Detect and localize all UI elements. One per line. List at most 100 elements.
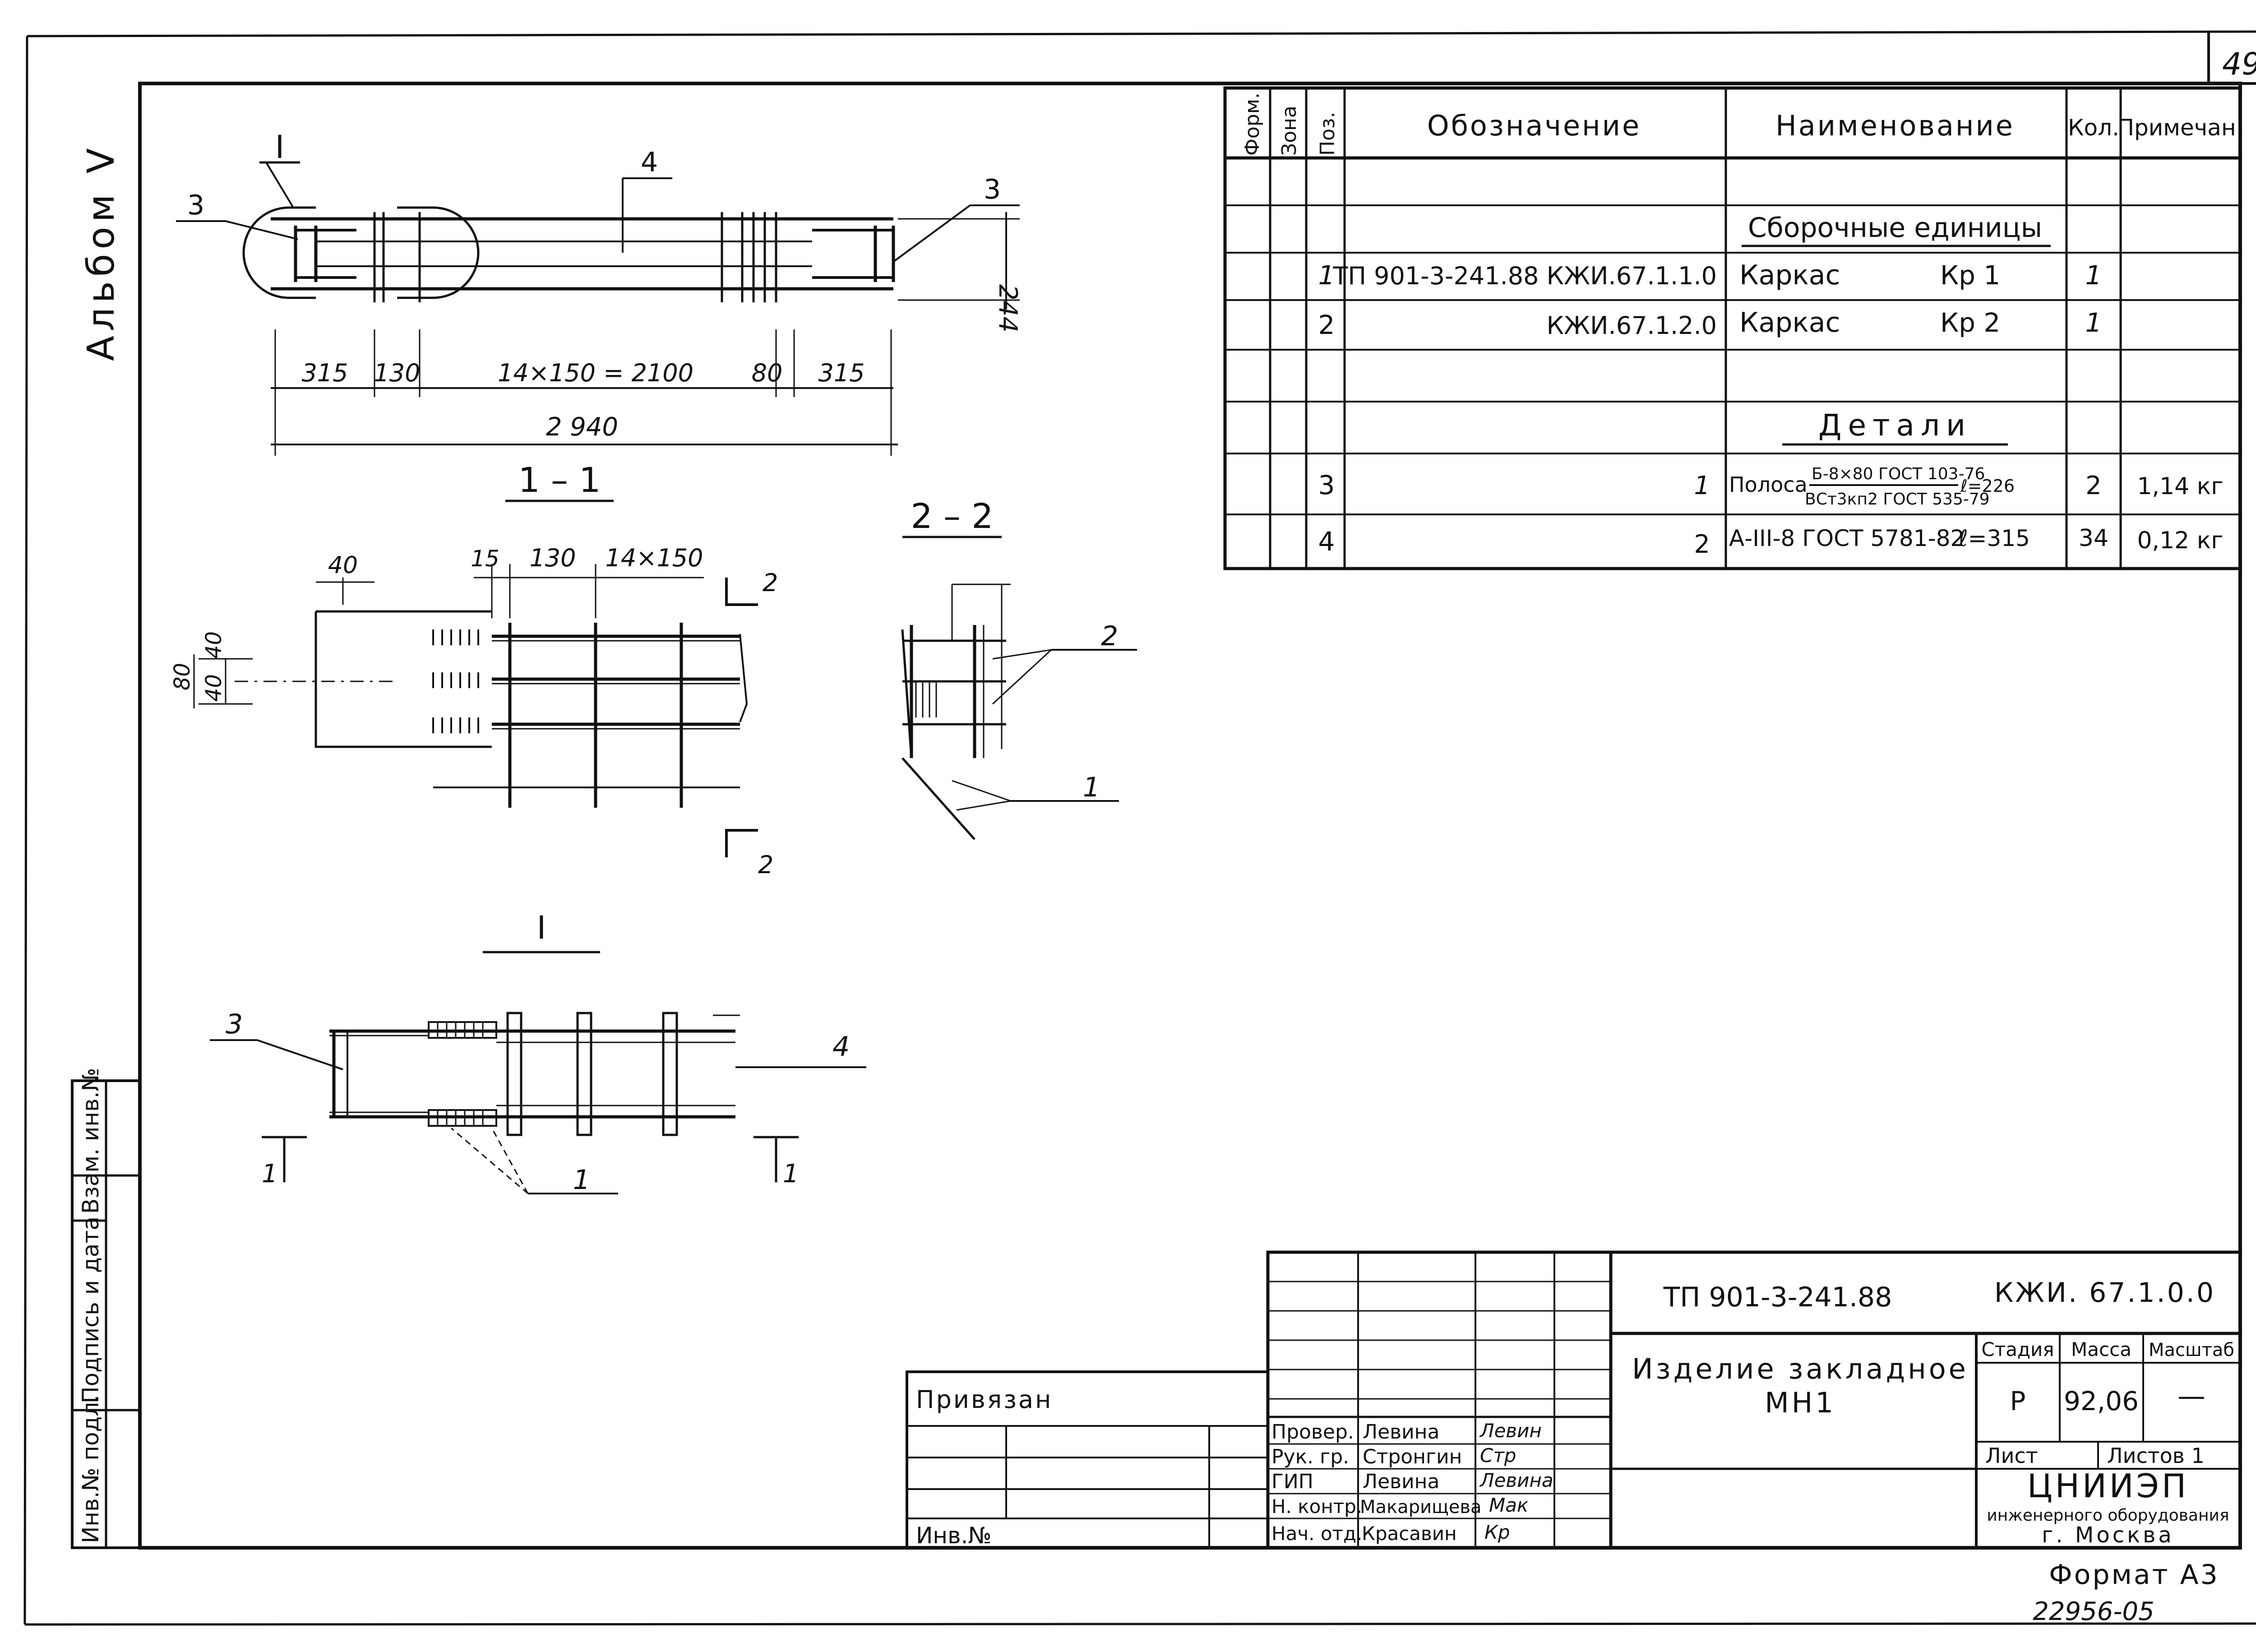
left-strip-inv-original: Инв.№ подл.	[78, 1395, 104, 1543]
node-detail-title: I	[537, 909, 546, 946]
section-1-1: 1 – 1 40 15 130 14×150 40	[170, 460, 778, 879]
binding-block: Привязан Инв.№	[906, 1370, 1269, 1549]
header-zone: Зона	[1278, 106, 1301, 156]
row-1-name: Каркас	[1739, 259, 1840, 291]
row-4-name: А-III-8 ГОСТ 5781-82	[1729, 525, 1965, 551]
album-label: Альбом V	[80, 143, 123, 361]
section-1-1-dim-40-b: 40	[201, 674, 227, 702]
section-1-1-dim-40-a: 40	[201, 631, 227, 659]
section-1-1-cut-2-bottom: 2	[758, 851, 773, 879]
format-label: Формат А3	[2049, 1559, 2219, 1591]
tb-mass-value: 92,06	[2064, 1386, 2139, 1416]
row-2-designation: КЖИ.67.1.2.0	[1547, 311, 1717, 340]
header-pos: Поз.	[1316, 112, 1339, 156]
tb-sign-1: Левин	[1479, 1420, 1542, 1442]
tb-role-3: ГИП	[1271, 1470, 1313, 1493]
plan-pos-3-right: 3	[984, 174, 1001, 205]
row-2-pos: 2	[1318, 310, 1335, 340]
header-note: Примечан.	[2117, 115, 2243, 141]
section-1-1-dim-40-top: 40	[328, 552, 358, 579]
tb-scale-label: Масштаб	[2149, 1340, 2234, 1360]
left-strip-replacement-inv: Взам. инв.№	[78, 1068, 104, 1214]
tb-mass-label: Масса	[2071, 1338, 2131, 1360]
node-label-1: 1	[573, 1164, 590, 1196]
section-1-1-dim-130: 130	[529, 544, 576, 572]
plan-callout-node: I	[275, 129, 285, 166]
page-number-box: 49	[2207, 32, 2256, 85]
section-2-2-label-1: 1	[1083, 772, 1100, 803]
row-2-qty: 1	[2085, 307, 2102, 338]
row-1-qty: 1	[2085, 260, 2102, 291]
header-qty: Кол.	[2068, 115, 2119, 141]
plan-dim-total: 2 940	[546, 412, 618, 442]
row-4-length: ℓ=315	[1958, 525, 2030, 551]
tb-stage-label: Стадия	[1981, 1338, 2054, 1360]
tb-name-2: Стронгин	[1363, 1445, 1462, 1468]
tb-role-1: Провер.	[1271, 1421, 1354, 1444]
tb-title-line1: Изделие закладное	[1632, 1352, 1969, 1385]
row-3-name-top: Б-8×80 ГОСТ 103-76	[1812, 465, 1985, 483]
tb-title-line2: МН1	[1765, 1386, 1836, 1419]
row-4-pos: 4	[1318, 526, 1335, 557]
tb-sign-5: Кр	[1484, 1521, 1510, 1543]
row-1-mark: Кр 1	[1940, 260, 2000, 291]
node-cut-1-left: 1	[262, 1159, 278, 1189]
tb-sheet-label: Лист	[1985, 1444, 2038, 1468]
row-3-designation: 1	[1694, 471, 1710, 500]
left-strip: Инв.№ подл. Подпись и дата Взам. инв.№	[71, 1068, 141, 1549]
title-block: ТП 901-3-241.88 КЖИ. 67.1.0.0 Изделие за…	[1266, 1250, 2242, 1550]
plan-dim-2: 130	[374, 359, 420, 387]
node-cut-1-right: 1	[783, 1159, 799, 1189]
node-label-3: 3	[226, 1009, 243, 1040]
section-1-1-dim-15: 15	[471, 546, 499, 572]
tb-role-5: Нач. отд.	[1271, 1522, 1362, 1545]
tb-role-4: Н. контр.	[1271, 1495, 1362, 1518]
section-1-1-dim-spacing: 14×150	[605, 544, 703, 572]
row-1-pos: 1	[1318, 260, 1335, 291]
tb-drawing-code: КЖИ. 67.1.0.0	[1994, 1277, 2215, 1309]
section-1-1-title: 1 – 1	[518, 460, 601, 500]
plan-pos-4: 4	[641, 147, 658, 178]
tb-sign-3: Левина	[1479, 1469, 1553, 1491]
header-format: Форм.	[1241, 93, 1264, 156]
plan-view: I 3 4 3	[176, 129, 1022, 456]
row-3-pos: 3	[1318, 470, 1335, 500]
tb-project-code: ТП 901-3-241.88	[1663, 1282, 1892, 1313]
row-1-designation: ТП 901-3-241.88 КЖИ.67.1.1.0	[1332, 262, 1717, 290]
row-3-name-bottom: ВСт3кп2 ГОСТ 535-79	[1805, 490, 1990, 509]
row-2-mark: Кр 2	[1940, 307, 2000, 338]
row-3-length: ℓ=226	[1960, 476, 2015, 496]
section-2-2: 2 – 2 2 1	[901, 496, 1137, 840]
header-name: Наименование	[1775, 109, 2015, 142]
row-3-qty: 2	[2085, 471, 2102, 500]
section-1-1-dim-80: 80	[170, 663, 195, 690]
section-details: Детали	[1818, 408, 1972, 443]
binding-inv-label: Инв.№	[916, 1522, 991, 1549]
plan-pos-3-left: 3	[187, 190, 204, 221]
section-2-2-title: 2 – 2	[911, 496, 993, 536]
section-1-1-cut-2-top: 2	[763, 569, 778, 597]
tb-name-4: Макарищева	[1360, 1497, 1481, 1518]
row-4-qty: 34	[2079, 525, 2108, 552]
tb-name-3: Левина	[1363, 1470, 1439, 1493]
tb-stage-value: Р	[2010, 1386, 2026, 1416]
section-2-2-label-2: 2	[1101, 620, 1118, 652]
tb-role-2: Рук. гр.	[1271, 1445, 1349, 1468]
tb-org-line2: инженерного оборудования	[1987, 1506, 2229, 1525]
tb-sign-4: Мак	[1489, 1494, 1529, 1516]
node-label-4: 4	[832, 1031, 850, 1063]
spec-table: Форм. Зона Поз. Обозначение Наименование…	[1223, 86, 2243, 570]
plan-dim-1: 315	[301, 359, 348, 387]
page-number: 49	[2222, 46, 2256, 82]
left-strip-signature-date: Подпись и дата	[78, 1217, 104, 1403]
archive-number: 22956-05	[2033, 1597, 2154, 1626]
tb-name-1: Левина	[1363, 1421, 1439, 1444]
section-assembly-units: Сборочные единицы	[1748, 212, 2042, 244]
plan-dim-height: 244	[993, 284, 1022, 333]
header-designation: Обозначение	[1427, 109, 1641, 142]
tb-org-city: г. Москва	[2042, 1522, 2174, 1548]
node-detail: I 3 4 1 1 1	[210, 909, 866, 1196]
tb-org-name: ЦНИИЭП	[2027, 1467, 2189, 1505]
tb-scale-value: —	[2177, 1379, 2205, 1412]
row-3-note: 1,14 кг	[2137, 473, 2223, 500]
